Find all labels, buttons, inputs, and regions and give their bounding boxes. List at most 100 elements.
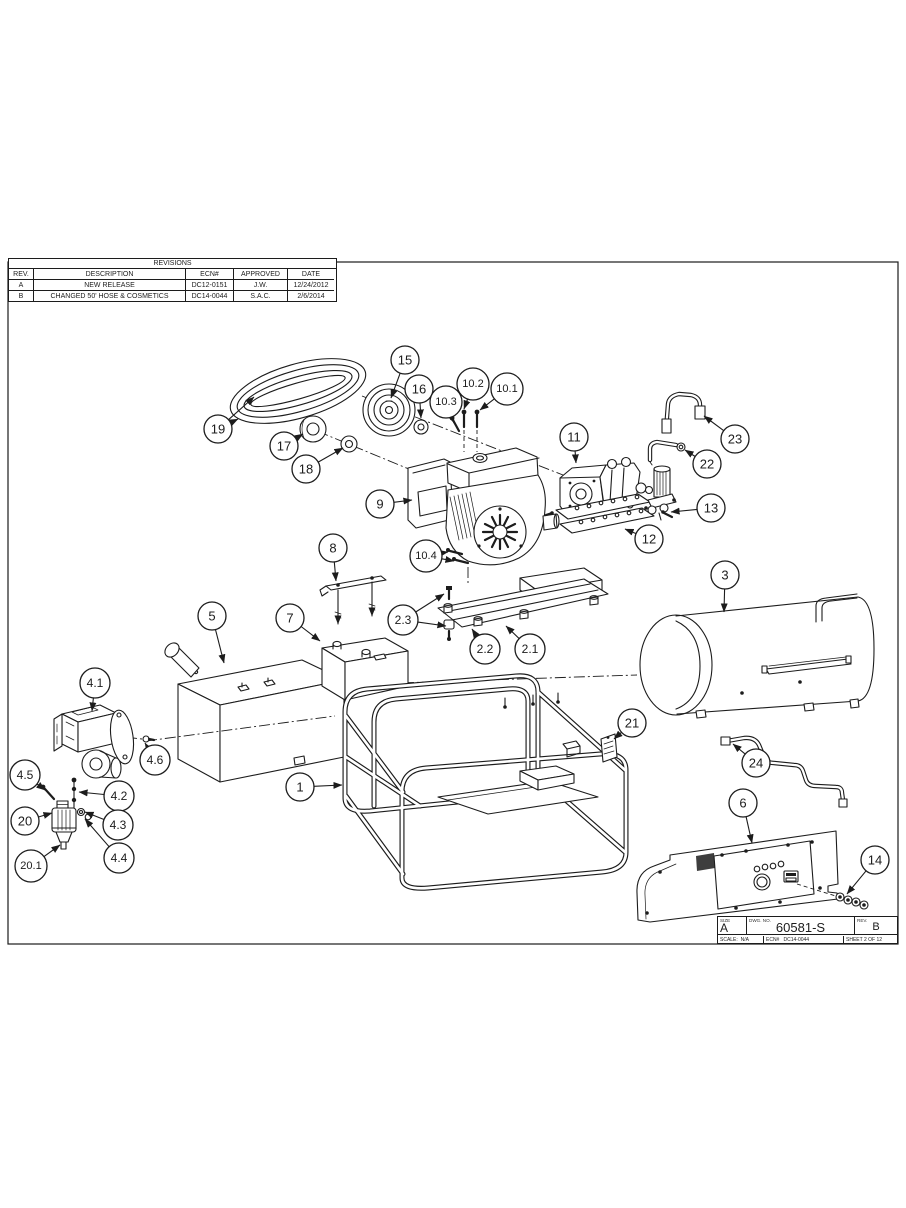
balloon-label-4.1: 4.1 xyxy=(87,676,104,690)
balloon-19 xyxy=(203,414,233,444)
balloon-2.3 xyxy=(387,604,419,636)
balloon-2.2 xyxy=(469,633,501,665)
scale-label: SCALE: xyxy=(720,936,738,943)
leader-line-21 xyxy=(613,730,623,740)
balloon-label-2.2: 2.2 xyxy=(477,642,494,656)
balloon-label-9: 9 xyxy=(376,497,383,512)
leader-line-20 xyxy=(38,812,53,819)
balloon-16 xyxy=(404,374,434,404)
balloon-12 xyxy=(634,524,664,554)
balloon-label-20: 20 xyxy=(18,814,32,829)
leader-line-9 xyxy=(393,497,413,505)
rev-b-ecn: DC14-0044 xyxy=(185,291,233,301)
size-value: A xyxy=(720,921,729,935)
balloon-1 xyxy=(285,772,315,802)
fasteners-14-drawing xyxy=(835,892,869,910)
balloon-5 xyxy=(197,601,227,631)
leader-line-6 xyxy=(745,816,754,844)
pulley-17-drawing xyxy=(299,415,327,443)
balloon-label-22: 22 xyxy=(700,457,714,472)
balloon-4.3 xyxy=(102,809,134,841)
leader-line-19 xyxy=(228,418,239,426)
leader-line-10.4 xyxy=(438,550,449,557)
rev-value: B xyxy=(872,921,880,933)
leader-line-13 xyxy=(670,507,698,515)
dwg-no-label: DWG. NO. xyxy=(749,918,771,923)
balloon-14 xyxy=(860,845,890,875)
leader-line-1 xyxy=(313,781,343,789)
burner-axis-line xyxy=(145,715,336,742)
ecn-value: DC14-0044 xyxy=(783,936,810,943)
leader-line-10.3 xyxy=(447,413,455,424)
leader-line-23 xyxy=(703,415,725,432)
leader-line-16 xyxy=(416,402,424,419)
leader-line-5 xyxy=(214,629,226,664)
leader-line-4.3 xyxy=(84,811,105,821)
leader-line-8 xyxy=(331,561,339,582)
balloon-15 xyxy=(390,345,420,375)
leader-line-2.3 xyxy=(417,621,447,629)
balloon-2.1 xyxy=(514,633,546,665)
balloon-label-10.3: 10.3 xyxy=(435,396,456,408)
balloon-label-19: 19 xyxy=(211,422,225,437)
tag-21-drawing xyxy=(600,733,618,763)
hose-23-drawing xyxy=(661,391,706,434)
balloon-label-5: 5 xyxy=(208,609,215,624)
rev-a-description: NEW RELEASE xyxy=(33,280,185,291)
balloon-label-6: 6 xyxy=(739,796,746,811)
leader-line-3 xyxy=(720,588,728,613)
rev-a-ecn: DC12-0151 xyxy=(185,280,233,291)
ecn-label: ECN# xyxy=(766,936,780,943)
col-header-ecn: ECN# xyxy=(185,269,233,280)
rev-b-rev: B xyxy=(18,292,24,300)
balloon-label-12: 12 xyxy=(642,532,656,547)
leader-line-4.2 xyxy=(78,789,105,797)
leader-line-11 xyxy=(571,450,579,464)
col-header-date: DATE xyxy=(287,269,334,280)
pump-11-drawing xyxy=(559,456,654,515)
balloon-label-4.6: 4.6 xyxy=(147,753,164,767)
leader-line-20.1 xyxy=(43,844,61,858)
balloon-label-10.4: 10.4 xyxy=(415,550,436,562)
balloon-10.4 xyxy=(409,539,443,573)
cover-3-drawing xyxy=(639,593,875,719)
balloon-18 xyxy=(291,454,321,484)
rev-label: REV. xyxy=(857,918,868,923)
burner-4-drawing xyxy=(40,704,156,821)
rev-b-description: CHANGED 50' HOSE & COSMETICS xyxy=(33,291,185,301)
col-header-approved: APPROVED xyxy=(233,269,287,280)
revisions-table: REVISIONS REV. DESCRIPTION ECN# APPROVED… xyxy=(8,258,337,302)
balloon-label-20.1: 20.1 xyxy=(20,860,41,872)
bracket-8-drawing xyxy=(319,575,387,625)
nut-16-drawing xyxy=(413,419,429,435)
balloon-label-4.5: 4.5 xyxy=(17,768,34,782)
scale-value: N/A xyxy=(740,936,749,943)
unloader-13-drawing xyxy=(644,461,677,521)
balloon-label-2.1: 2.1 xyxy=(522,642,539,656)
balloon-label-14: 14 xyxy=(868,853,882,868)
leader-line-2.1 xyxy=(505,625,520,639)
rev-a-approved: J.W. xyxy=(233,280,287,291)
balloon-label-23: 23 xyxy=(728,432,742,447)
fuel-line-24-drawing xyxy=(720,735,848,808)
leader-line-17 xyxy=(293,433,304,442)
balloon-label-18: 18 xyxy=(299,462,313,477)
balloon-23 xyxy=(720,424,750,454)
balloon-label-3: 3 xyxy=(721,568,728,583)
balloon-6 xyxy=(728,788,758,818)
balloon-label-4.2: 4.2 xyxy=(111,789,128,803)
balloon-label-16: 16 xyxy=(412,382,426,397)
balloon-3 xyxy=(710,560,740,590)
bushing-18-drawing xyxy=(340,435,358,453)
balloon-label-7: 7 xyxy=(286,611,293,626)
dwg-no-value: 60581-S xyxy=(775,920,826,935)
balloon-7 xyxy=(275,603,305,633)
balloon-label-11: 11 xyxy=(567,430,581,445)
balloon-4.4 xyxy=(103,842,135,874)
balloon-10.3 xyxy=(429,385,463,419)
balloon-20 xyxy=(10,806,40,836)
balloon-17 xyxy=(269,431,299,461)
balloon-label-10.2: 10.2 xyxy=(462,378,483,390)
balloon-8 xyxy=(318,533,348,563)
